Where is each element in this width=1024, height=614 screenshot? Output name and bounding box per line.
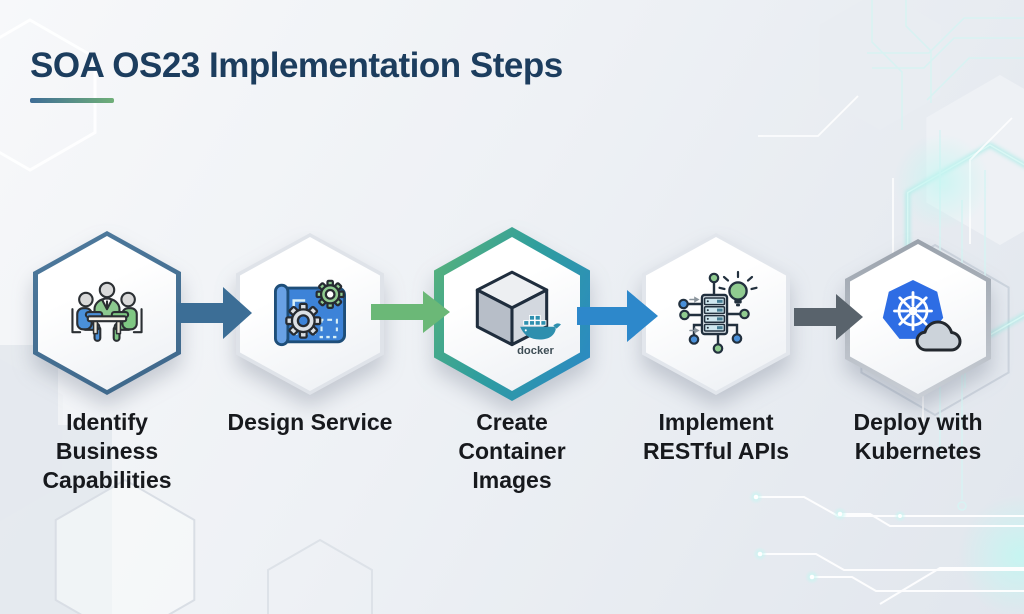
step-hexagon-identify-business: [33, 231, 181, 395]
step-label-container-images: Create Container Images: [458, 409, 566, 493]
api-server-circuit-icon: [678, 270, 758, 354]
kubernetes-cloud-icon: [882, 280, 962, 352]
title-underline: [30, 98, 114, 103]
flow-arrow-1: [177, 287, 252, 339]
step-label-identify-business: Identify Business Capabilities: [42, 409, 172, 493]
docker-container-cube-icon: docker: [475, 270, 561, 357]
step-label-restful-apis: Implement RESTful APIs: [642, 409, 790, 464]
step-hexagon-container-images: docker: [434, 227, 590, 401]
docker-wordmark: docker: [517, 345, 554, 357]
flow-arrow-4: [794, 294, 863, 340]
step-hexagon-restful-apis: [642, 233, 790, 395]
team-meeting-icon: [71, 281, 143, 342]
blueprint-gears-icon: [274, 279, 346, 347]
arrow-shape: [794, 294, 863, 340]
arrow-shape: [577, 290, 658, 342]
hexagon-fill: [850, 244, 986, 394]
arrow-shape: [371, 291, 450, 333]
arrow-shape: [177, 287, 252, 339]
page-title: SOA OS23 Implementation Steps: [30, 46, 563, 85]
flow-arrow-3: [577, 290, 658, 342]
header: SOA OS23 Implementation Steps: [30, 46, 563, 103]
flow-arrow-2: [371, 291, 450, 333]
step-hexagon-design-service: [236, 233, 384, 395]
step-label-design-service: Design Service: [227, 409, 393, 435]
step-hexagon-deploy-kubernetes: [845, 239, 991, 399]
step-label-deploy-kubernetes: Deploy with Kubernetes: [853, 409, 983, 464]
